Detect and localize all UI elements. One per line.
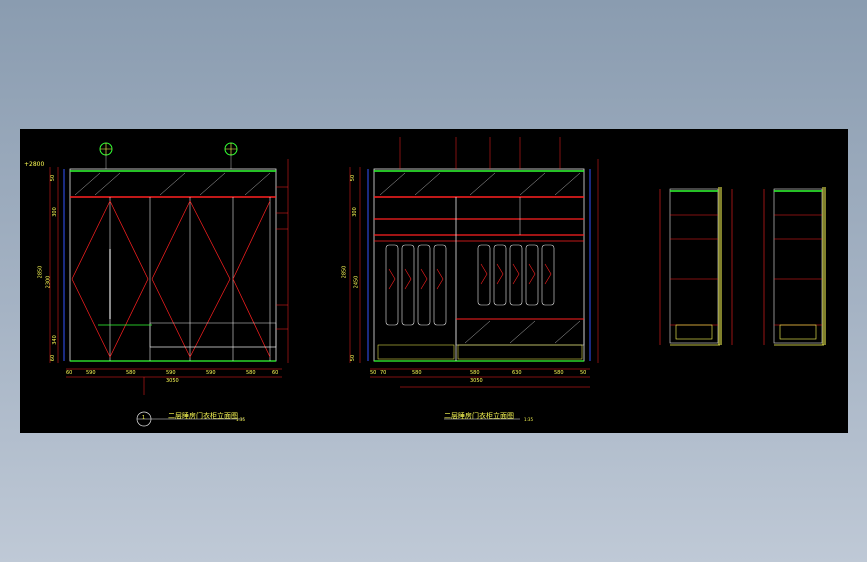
left-dim-1: 590 [86,370,96,376]
right-total-dim: 3050 [470,378,483,384]
front-elevation [49,142,289,427]
left-side-dim-3: 2850 [37,265,44,279]
left-total-dim: 3050 [166,378,179,384]
right-dim-6: 50 [580,370,587,376]
left-dim-4: 590 [206,370,216,376]
left-side-dim-1: 300 [51,207,58,217]
left-dim-0: 60 [66,370,73,376]
interior-elevation [349,137,599,420]
right-dim-2: 580 [412,370,422,376]
right-dim-1: 70 [380,370,387,376]
right-side-dim-0: 50 [350,174,357,182]
left-side-dim-2: 2300 [45,275,52,289]
left-dim-5: 580 [246,370,256,376]
right-dim-0: 50 [370,370,377,376]
right-dim-5: 580 [554,370,564,376]
front-elevation-scale: 1:35 [236,417,245,422]
section-view-a [659,187,733,346]
callout-number: 1 [142,415,146,421]
left-elevation-mark: +2800 [24,161,45,168]
left-side-dim-0: 50 [50,174,57,182]
interior-elevation-title: 二层睡房门衣柜立面图 [444,412,514,420]
right-dim-3: 580 [470,370,480,376]
front-elevation-title: 二层睡房门衣柜立面图 [168,412,238,420]
interior-elevation-scale: 1:35 [524,417,533,422]
cad-drawing-canvas: +2800 1 二层睡房门衣柜立面图 1:35 二层睡房门衣柜立面图 1:35 … [20,129,848,433]
left-dim-2: 580 [126,370,136,376]
right-side-dim-2: 2450 [353,275,360,289]
cad-drawing [49,137,826,427]
right-dim-4: 630 [512,370,522,376]
right-side-dim-4: 50 [350,354,357,362]
right-side-dim-3: 2850 [341,265,348,279]
section-view-b [763,187,826,346]
left-dim-3: 590 [166,370,176,376]
left-dim-6: 60 [272,370,279,376]
right-side-dim-1: 300 [351,207,358,217]
left-side-dim-5: 60 [50,354,57,362]
left-side-dim-4: 340 [51,335,58,345]
